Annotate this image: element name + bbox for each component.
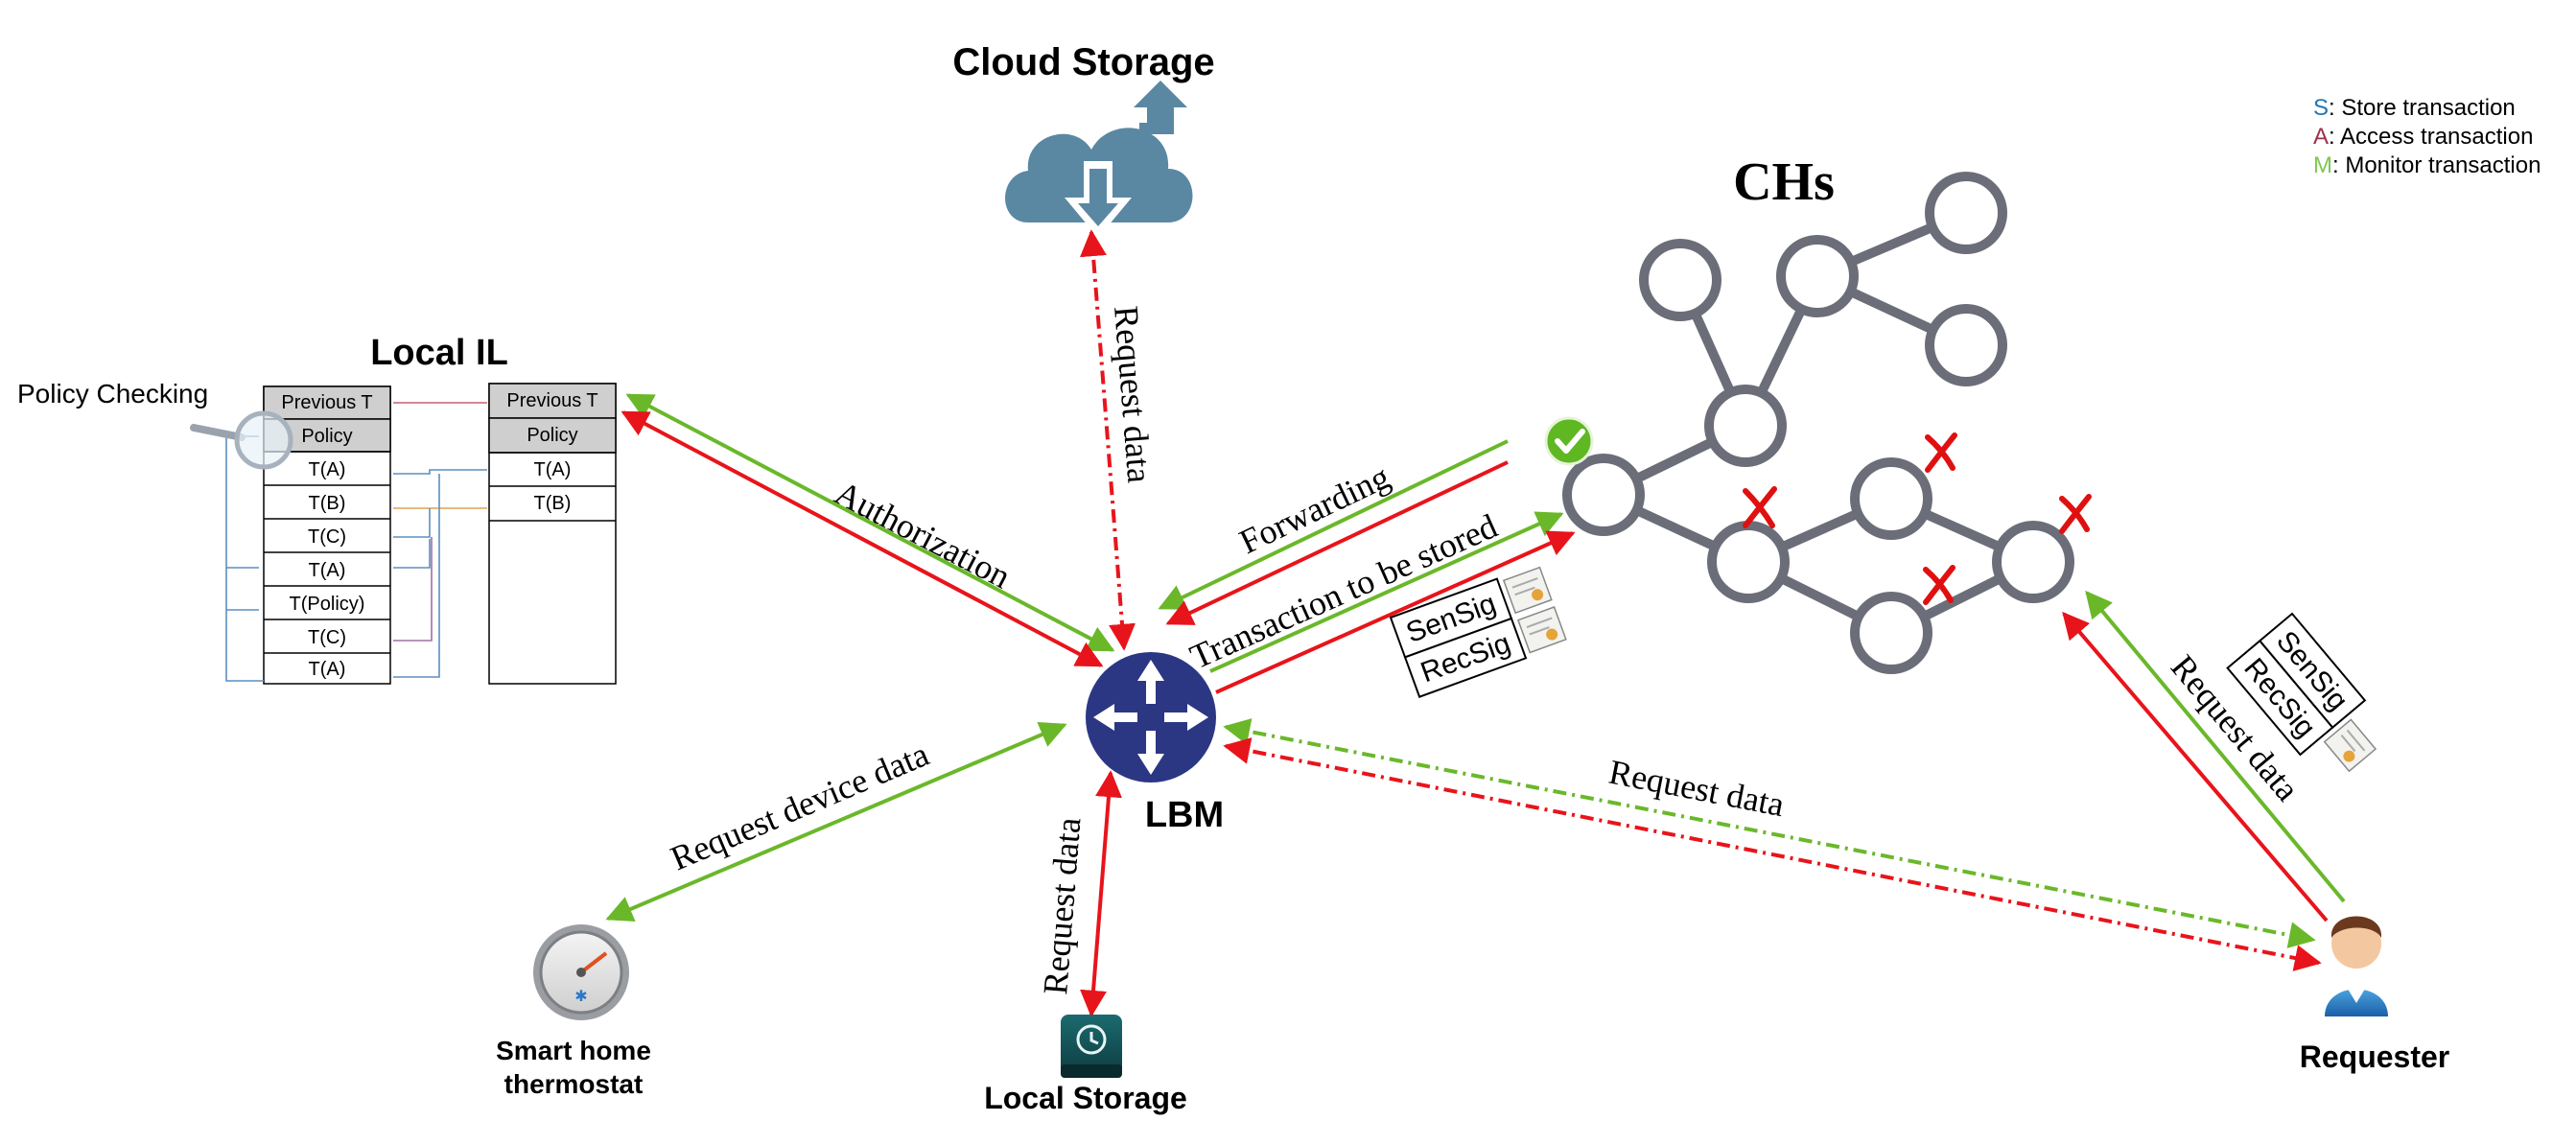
- ledger-left-cell: T(Policy): [290, 594, 365, 615]
- arrows: [605, 229, 2346, 1017]
- cloud-request-label: Request data: [1107, 304, 1159, 484]
- chs-graph: [1562, 172, 2074, 674]
- local-storage-icon: [1061, 1015, 1122, 1078]
- requester-chs-arrow-red: [2062, 611, 2329, 922]
- ch-node: [1850, 592, 1932, 674]
- ledger-right-cell: T(B): [534, 493, 572, 514]
- local-storage-request-label: Request data: [1036, 816, 1088, 996]
- requester-request-label: Request data: [1605, 753, 1787, 825]
- forwarding-arrow-green: [1158, 439, 1509, 610]
- check-icon: [1544, 416, 1594, 466]
- cloud-storage-title: Cloud Storage: [952, 41, 1214, 83]
- ledger-left-cell: T(A): [309, 560, 346, 581]
- local-storage-arrow: [1080, 770, 1122, 1017]
- transaction-arrow-green: [1209, 511, 1564, 673]
- requester-arrow-red: [1223, 737, 2322, 971]
- cross-icon: [1743, 486, 1777, 528]
- ch-node: [1562, 454, 1645, 536]
- thermostat-label-line1: Smart home: [496, 1036, 651, 1065]
- cross-icon: [1923, 565, 1955, 605]
- forwarding-arrow-red: [1165, 460, 1509, 625]
- local-storage-label: Local Storage: [984, 1081, 1187, 1115]
- lbm-router-icon: [1086, 652, 1216, 782]
- ch-node: [1639, 239, 1721, 321]
- ledger-left-cell: Previous T: [281, 392, 372, 413]
- requester-chs-arrow-green: [2085, 590, 2346, 903]
- legend: S: Store transaction A: Access transacti…: [2313, 95, 2541, 178]
- ch-node: [1925, 304, 2007, 386]
- ledger-right-cell: T(A): [534, 459, 572, 480]
- ledger-right-cell: Policy: [527, 425, 577, 446]
- cross-icons: [1743, 432, 2092, 605]
- local-il-title: Local IL: [370, 333, 508, 373]
- requester-label: Requester: [2300, 1039, 2450, 1074]
- policy-checking-label: Policy Checking: [17, 379, 208, 409]
- forwarding-label: Forwarding: [1233, 457, 1395, 561]
- ledger-left-cell: T(A): [309, 659, 346, 680]
- ch-node: [1707, 521, 1790, 603]
- ch-node: [1925, 172, 2007, 254]
- ch-node: [1992, 521, 2074, 603]
- requester-arrow-green: [1223, 718, 2316, 948]
- legend-item-store: S: Store transaction: [2313, 95, 2516, 121]
- chs-title: CHs: [1733, 152, 1835, 212]
- cloud-icon: [1005, 81, 1193, 238]
- thermostat-icon: ✱: [533, 924, 629, 1020]
- cross-icon: [2059, 494, 2092, 534]
- transaction-arrow-red: [1215, 530, 1576, 694]
- cross-icon: [1925, 432, 1957, 473]
- ledger-left: Previous T Policy T(A) T(B) T(C) T(A) T(…: [263, 385, 391, 685]
- ledger-left-cell: T(C): [308, 526, 346, 548]
- ledger-right: Previous T Policy T(A) T(B): [488, 383, 617, 685]
- ch-node: [1776, 235, 1859, 317]
- thermostat-label-line2: thermostat: [504, 1069, 644, 1099]
- certificate-icon: [2323, 718, 2377, 773]
- ledger-left-cell: T(B): [309, 493, 346, 514]
- certificate-icon: [1502, 566, 1567, 654]
- device-data-arrow: [605, 721, 1067, 922]
- ch-node: [1850, 457, 1932, 540]
- authorization-arrow-red: [621, 410, 1104, 667]
- device-data-label: Request device data: [665, 735, 934, 877]
- ledger-left-cell: Policy: [301, 426, 352, 447]
- signature-badge-middle: SenSig RecSig: [1389, 566, 1567, 698]
- ledger-right-cell: Previous T: [506, 390, 597, 411]
- ledger-left-cell: T(A): [309, 459, 346, 480]
- legend-item-monitor: M: Monitor transaction: [2313, 152, 2541, 178]
- legend-item-access: A: Access transaction: [2313, 124, 2533, 150]
- lbm-label: LBM: [1145, 795, 1224, 835]
- svg-text:✱: ✱: [574, 989, 587, 1005]
- magnifier-icon: [190, 410, 293, 470]
- ledger-left-cell: T(C): [308, 627, 346, 648]
- requester-avatar-icon: [2325, 916, 2388, 1016]
- ch-node: [1704, 385, 1787, 467]
